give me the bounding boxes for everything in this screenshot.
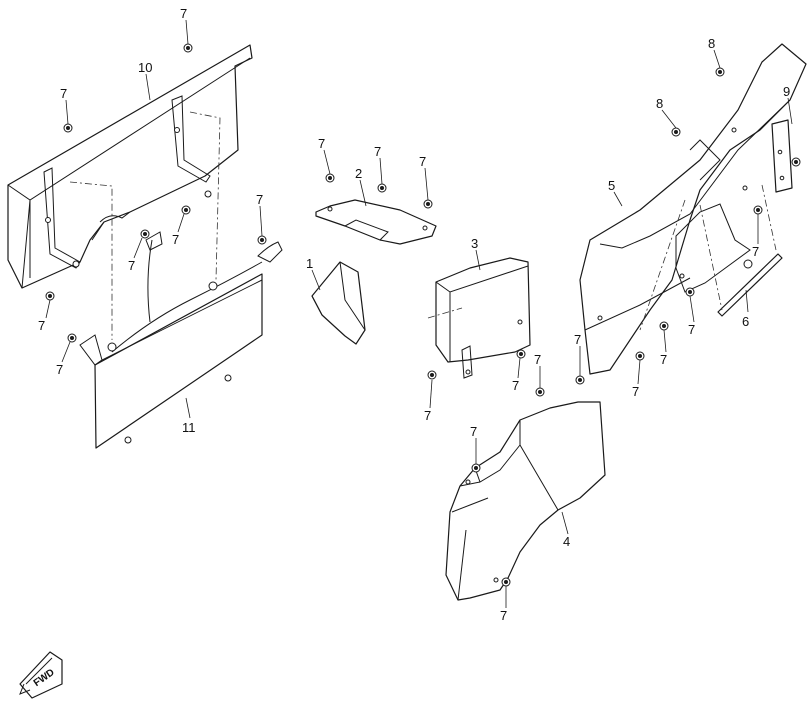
callout-7: 7 [318,136,325,151]
part-6-rod [717,253,783,317]
callout-7: 7 [574,332,581,347]
bolt-icon [181,205,191,215]
callout-8: 8 [656,96,663,111]
callout-6: 6 [742,314,749,329]
callout-7: 7 [470,424,477,439]
callout-7: 7 [180,6,187,21]
callout-7: 7 [632,384,639,399]
part-3-shield [435,257,531,379]
bolts [45,43,801,587]
bolt-icon [685,287,695,297]
callout-8: 8 [708,36,715,51]
bolt-icon [427,370,437,380]
callout-7: 7 [374,144,381,159]
callout-5: 5 [608,178,615,193]
forward-direction-badge: FWD [19,651,63,699]
bolt-icon [791,157,801,167]
callout-7: 7 [56,362,63,377]
bolt-icon [516,349,526,359]
callout-9: 9 [783,84,790,99]
callout-7: 7 [38,318,45,333]
part-1-bracket [311,261,366,345]
bolt-icon [753,205,763,215]
bolt-icon [257,235,267,245]
bolt-icon [325,173,335,183]
callout-7: 7 [534,352,541,367]
bolt-icon [423,199,433,209]
bolt-icon [471,463,481,473]
bolt-icon [635,351,645,361]
bolt-icon [659,321,669,331]
bolt-icon [183,43,193,53]
part-5-shield [579,43,807,375]
bolt-icon [63,123,73,133]
bolt-icon [45,291,55,301]
callout-7: 7 [688,322,695,337]
part-11-heat-shield [79,231,283,449]
bolt-icon [535,387,545,397]
callout-7: 7 [500,608,507,623]
callout-10: 10 [138,60,152,75]
bolt-icon [377,183,387,193]
callout-7: 7 [752,244,759,259]
callout-7: 7 [60,86,67,101]
callout-7: 7 [256,192,263,207]
bolt-icon [67,333,77,343]
leader-lines [45,19,793,608]
callout-11: 11 [182,420,196,435]
callout-7: 7 [660,352,667,367]
bolt-icon [715,67,725,77]
bolt-icon [501,577,511,587]
callout-1: 1 [306,256,313,271]
part-4-shield [445,401,606,601]
callout-2: 2 [355,166,362,181]
arrow-icon [19,683,31,695]
callout-4: 4 [563,534,570,549]
bolt-icon [671,127,681,137]
callout-7: 7 [172,232,179,247]
callout-labels: 7 10 7 7 7 7 7 7 11 7 7 7 2 1 3 7 7 7 7 … [38,6,790,623]
part-2-plate [315,199,437,245]
callout-3: 3 [471,236,478,251]
part-9-plate [771,119,793,193]
bolt-icon [140,229,150,239]
assembly-centerlines [69,111,777,340]
bolt-icon [575,375,585,385]
callout-7: 7 [424,408,431,423]
part-10-heat-shield [7,44,253,289]
callout-7: 7 [512,378,519,393]
callout-7: 7 [419,154,426,169]
callout-7: 7 [128,258,135,273]
